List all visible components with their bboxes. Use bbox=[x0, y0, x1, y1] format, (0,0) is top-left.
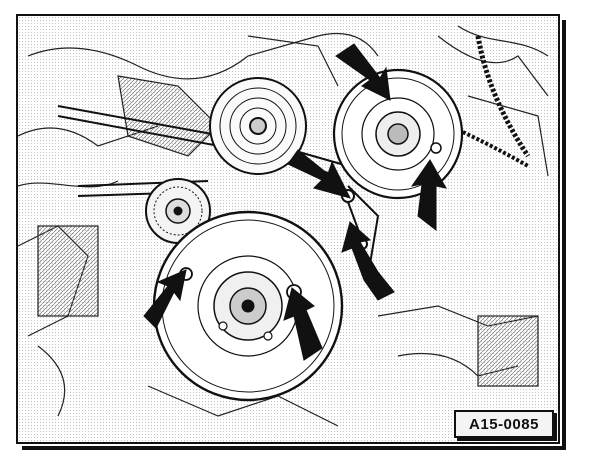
engine-drawing bbox=[18, 16, 558, 442]
illustration-frame: A15-0085 bbox=[16, 14, 560, 444]
callout-arrows bbox=[143, 43, 447, 361]
callout-arrow-4 bbox=[341, 221, 395, 301]
figure-reference-text: A15-0085 bbox=[469, 415, 539, 433]
figure-reference-label: A15-0085 bbox=[454, 410, 554, 438]
idler-pulley bbox=[145, 178, 211, 244]
callout-arrow-5 bbox=[143, 269, 187, 329]
callout-arrow-2 bbox=[287, 149, 351, 199]
upper-right-pulley bbox=[332, 68, 464, 200]
callout-arrow-1 bbox=[335, 43, 391, 101]
callout-arrow-6 bbox=[283, 287, 323, 361]
frame-shadow bbox=[22, 20, 566, 450]
upper-pulley bbox=[209, 77, 307, 175]
callout-arrow-3 bbox=[410, 159, 447, 232]
